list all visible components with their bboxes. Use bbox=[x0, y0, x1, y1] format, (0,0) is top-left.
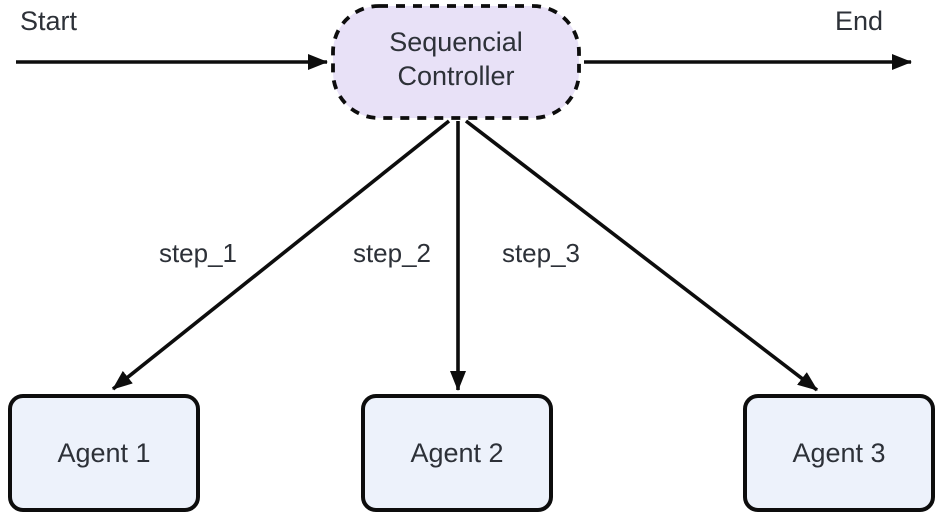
controller-label-line1: Sequencial bbox=[389, 27, 523, 57]
node-agent-1 bbox=[8, 394, 200, 512]
edge-controller-to-agent3 bbox=[464, 119, 819, 392]
edge-controller-to-agent1 bbox=[111, 119, 451, 391]
agent-2-label: Agent 2 bbox=[410, 438, 503, 468]
edge-end-label: End bbox=[835, 6, 883, 36]
node-agent-3 bbox=[743, 394, 935, 512]
agent-3-label: Agent 3 bbox=[792, 438, 885, 468]
edge-step1-label: step_1 bbox=[159, 238, 237, 268]
agent-1-label: Agent 1 bbox=[57, 438, 150, 468]
controller-label-line2: Controller bbox=[397, 61, 514, 91]
edge-step2-label: step_2 bbox=[353, 238, 431, 268]
node-sequencial-controller bbox=[331, 4, 581, 120]
edge-start-label: Start bbox=[20, 6, 78, 36]
node-agent-2 bbox=[361, 394, 553, 512]
edge-step3-label: step_3 bbox=[502, 238, 580, 268]
